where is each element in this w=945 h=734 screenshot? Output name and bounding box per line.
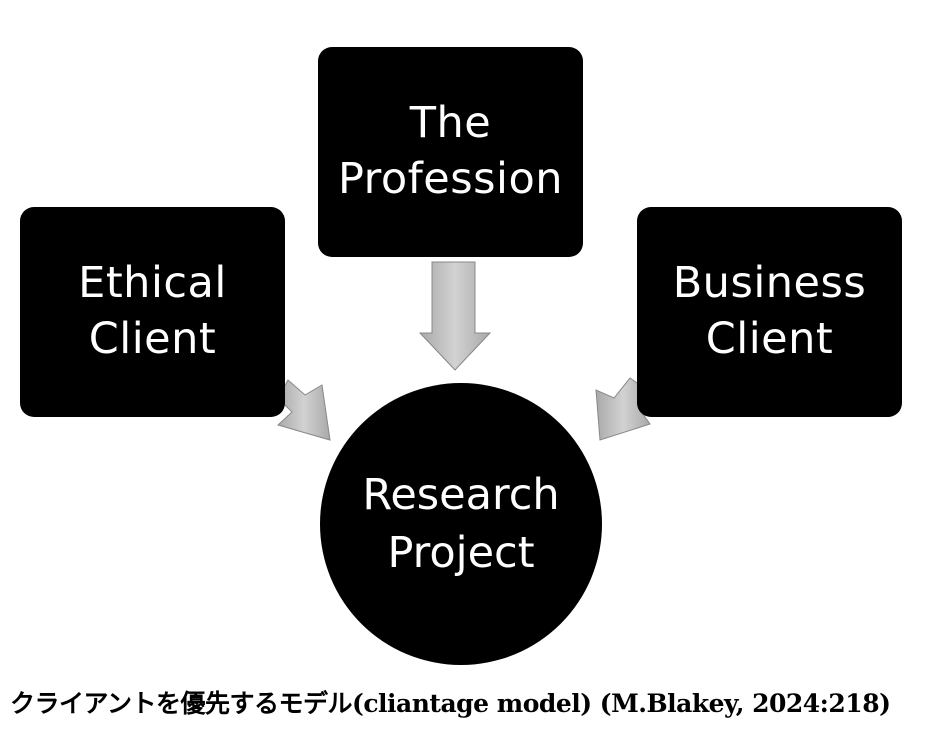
node-label-line: Profession bbox=[337, 154, 564, 204]
node-label-line: Research bbox=[362, 469, 560, 520]
node-label-line: Project bbox=[387, 528, 535, 578]
node-label-line: The bbox=[409, 98, 492, 149]
node-research-project: Research Project bbox=[320, 383, 602, 665]
node-label-line: Client bbox=[705, 314, 834, 364]
node-label-line: Business bbox=[672, 258, 867, 309]
arrow-ethical-to-project bbox=[277, 379, 331, 441]
node-ethical-client: Ethical Client bbox=[20, 207, 285, 417]
node-label-line: Ethical bbox=[78, 258, 227, 309]
node-label-line: Client bbox=[88, 314, 217, 364]
arrow-profession-to-project bbox=[418, 261, 492, 371]
node-the-profession: The Profession bbox=[318, 47, 583, 257]
figure-caption: クライアントを優先するモデル(cliantage model) (M.Blake… bbox=[10, 689, 891, 718]
node-business-client: Business Client bbox=[637, 207, 902, 417]
